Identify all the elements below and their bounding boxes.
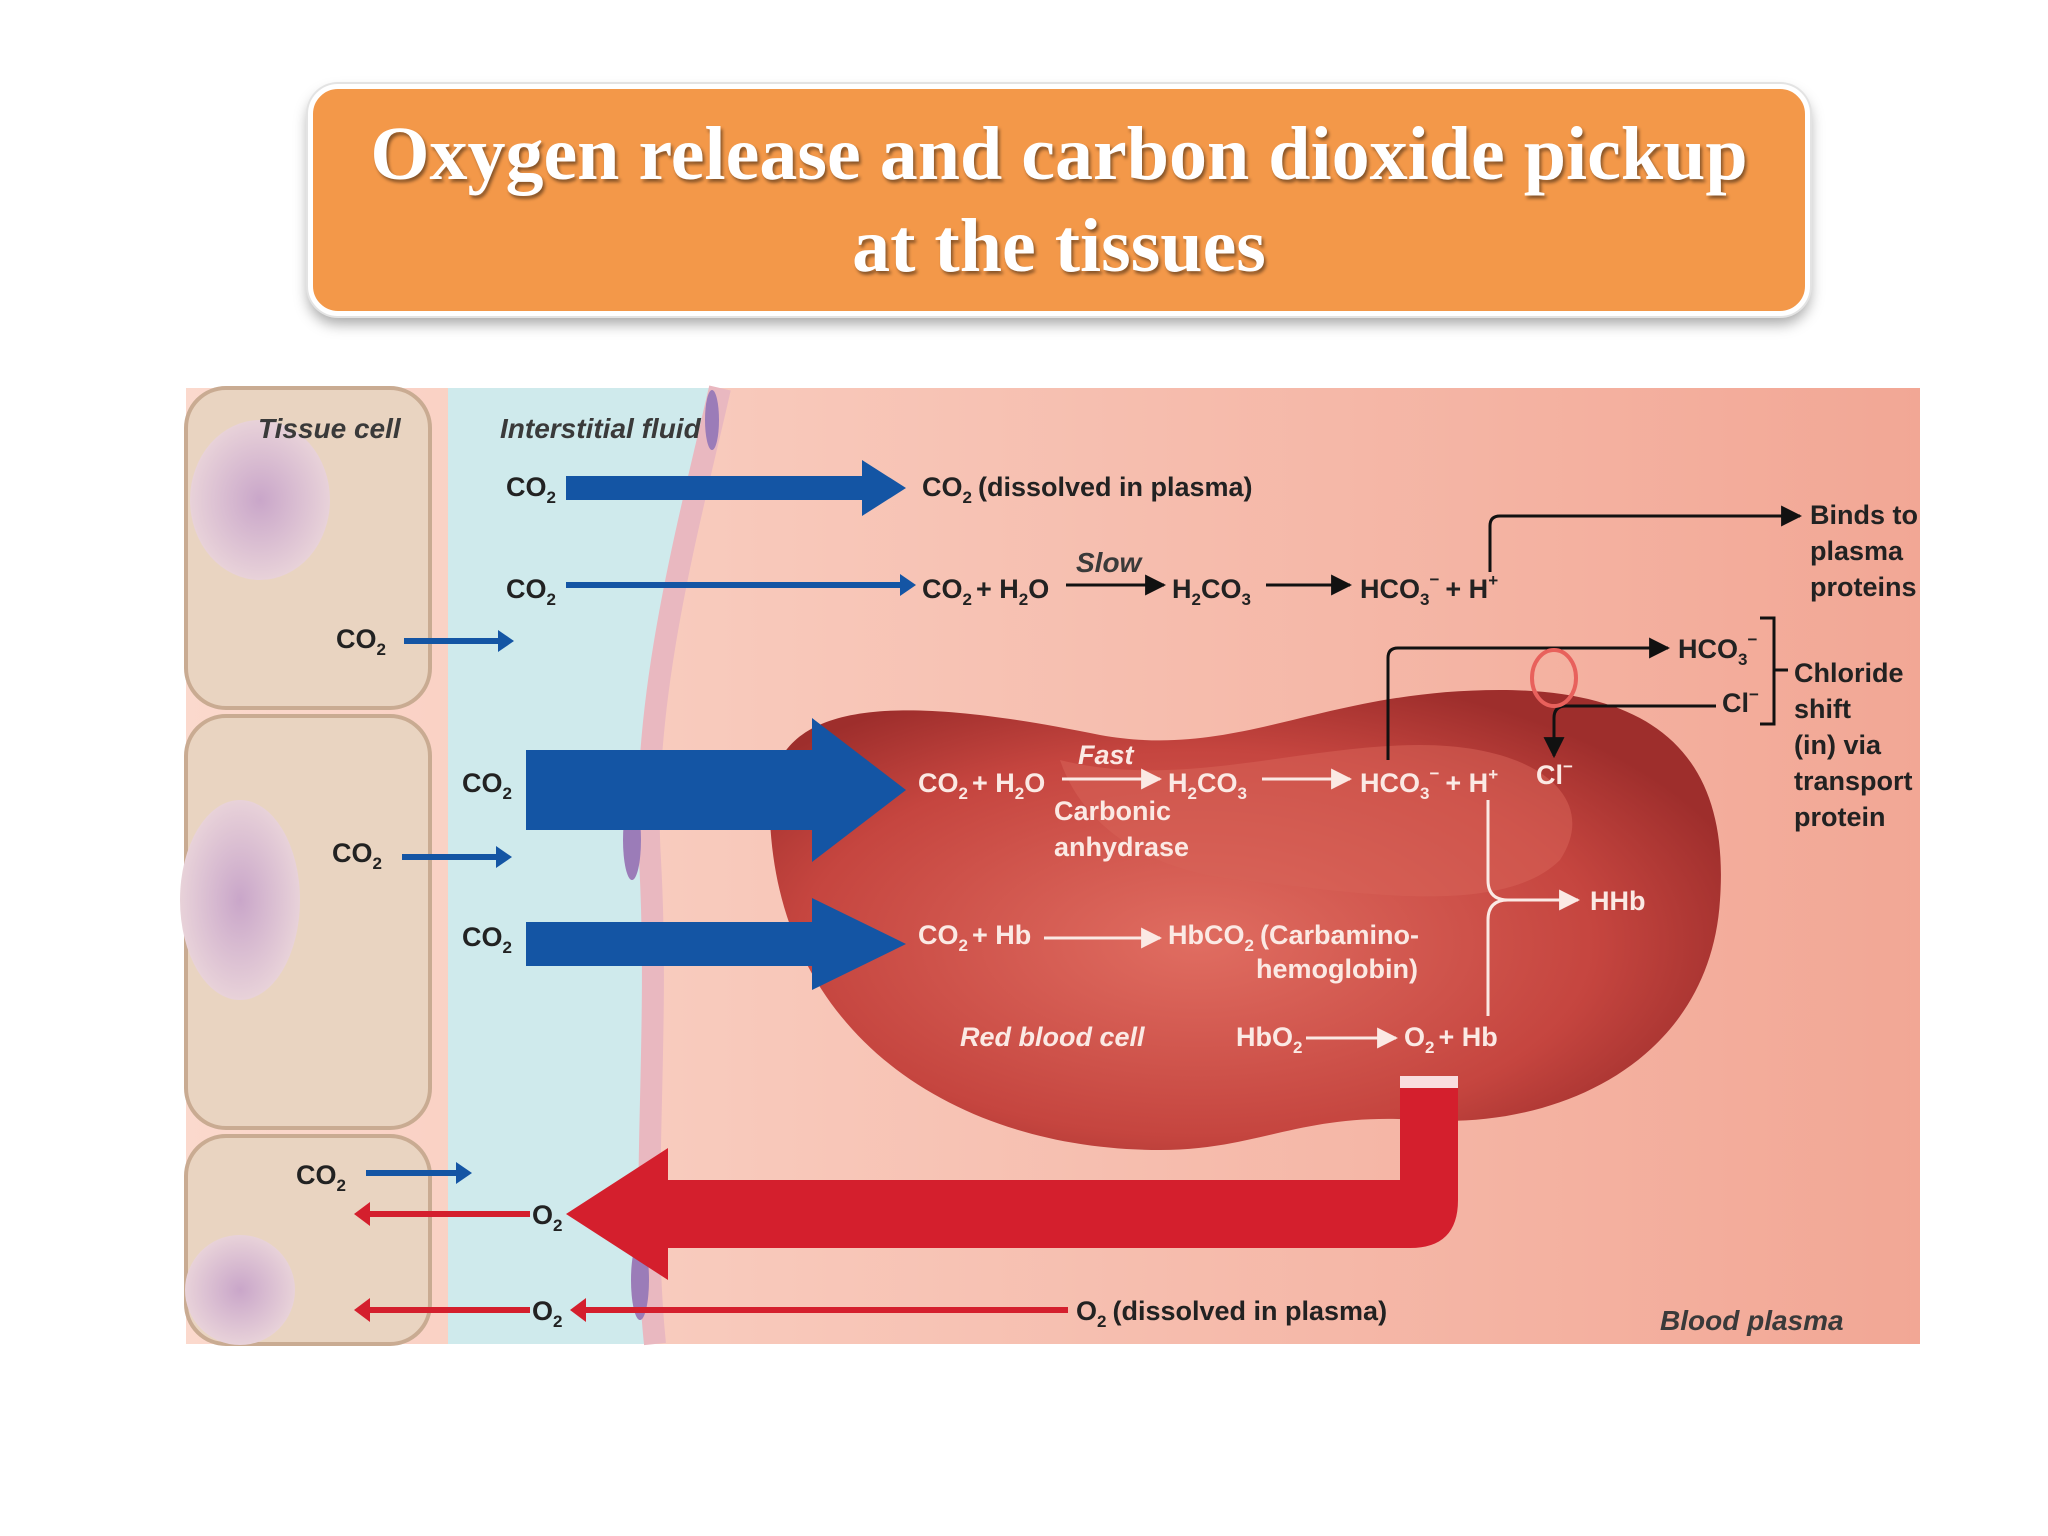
chloride-label-2: shift [1794,694,1851,724]
co2-arrow-slow [566,574,916,596]
cl-in-arrow [1543,704,1716,759]
co2-label: CO2 [296,1160,346,1195]
h2co3-slow-label: H2CO3 [1172,574,1251,609]
binds-label-2: plasma [1810,536,1904,566]
tissue-nucleus [180,800,300,1000]
hbco2-label: HbCO2(Carbamino- [1168,920,1419,955]
o2-dissolved-label: O2(dissolved in plasma) [1076,1296,1387,1331]
hb-to-hhb-line [1486,898,1509,1016]
o2-arrow-dissolved [570,1298,1068,1322]
chloride-bracket [1760,616,1788,726]
o2-label: O2 [532,1200,562,1235]
co2-arrow-cell-3 [366,1162,472,1184]
chloride-label-1: Chloride [1794,658,1904,688]
chloride-label-5: protein [1794,802,1886,832]
carbamino-label-2: hemoglobin) [1256,954,1418,984]
tissue-cell-label: Tissue cell [258,413,402,444]
co2-arrow-large [526,718,906,862]
co2-label: CO2 [332,838,382,873]
co2-arrow-hb [526,898,906,990]
hco3-out-label: HCO3− [1678,630,1757,669]
co2-arrow-dissolved [566,460,906,516]
endothelial-nucleus [705,390,719,450]
o2-arrow-large [566,1076,1458,1280]
o2-hb-label: O2+ Hb [1404,1022,1498,1057]
hhb-label: HHb [1590,886,1646,916]
binds-label-3: proteins [1810,572,1917,602]
o2-label: O2 [532,1296,562,1331]
hco3-h-slow-label: HCO3−+ H+ [1360,570,1498,609]
cl-in-label: Cl− [1536,757,1573,790]
red-blood-cell-label: Red blood cell [960,1022,1145,1052]
cl-out-label: Cl− [1722,685,1759,718]
hco3-out-arrow [1386,637,1671,760]
hco3-h-fast-label: HCO3−+ H+ [1360,764,1498,803]
binds-protein-arrow [1488,505,1803,572]
co2-arrow-cell-2 [402,846,512,868]
co2-hb-label: CO2+ Hb [918,920,1031,955]
slow-label: Slow [1076,547,1144,578]
hbo2-label: HbO2 [1236,1022,1302,1057]
red-blood-cell-dimple [1060,745,1573,897]
o2-arrow-to-cell-1 [354,1202,530,1226]
co2-h2o-slow-label: CO2+ H2O [922,574,1049,609]
transport-protein [1530,648,1578,708]
co2-label: CO2 [506,574,556,609]
title-line-1: Oxygen release and carbon dioxide pickup [370,112,1748,196]
h2co3-fast-label: H2CO3 [1168,768,1247,803]
carbonic-anhydrase-label-2: anhydrase [1054,832,1189,862]
co2-arrow-cell-1 [404,630,514,652]
co2-label: CO2 [506,472,556,507]
o2-release-bend [1400,1076,1458,1088]
co2-label: CO2 [336,624,386,659]
title-line-2: at the tissues [852,204,1266,288]
o2-arrow-to-cell-2 [354,1298,530,1322]
interstitial-fluid-region [448,388,720,1344]
co2-label: CO2 [462,768,512,803]
tissue-nucleus [185,1235,295,1345]
chloride-label-4: transport [1794,766,1913,796]
co2-label: CO2 [462,922,512,957]
tissue-nucleus [190,420,330,580]
blood-plasma-label: Blood plasma [1660,1305,1844,1336]
title-banner: Oxygen release and carbon dioxide pickup… [308,84,1810,316]
chloride-label-3: (in) via [1794,730,1882,760]
interstitial-fluid-label: Interstitial fluid [500,413,702,444]
fast-label: Fast [1078,740,1135,770]
co2-dissolved-label: CO2(dissolved in plasma) [922,472,1253,507]
binds-label-1: Binds to [1810,500,1918,530]
carbonic-anhydrase-label-1: Carbonic [1054,796,1171,826]
co2-h2o-fast-label: CO2+ H2O [918,768,1045,803]
